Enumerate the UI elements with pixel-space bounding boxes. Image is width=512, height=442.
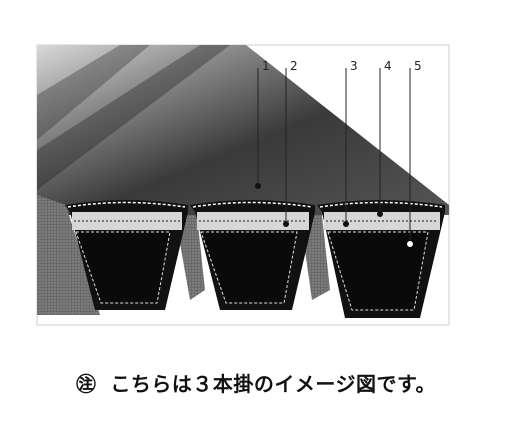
belt-side-flank xyxy=(175,215,205,300)
belt-section-2 xyxy=(190,200,315,310)
image-note: ㊟こちらは３本掛のイメージ図です。 xyxy=(0,368,512,397)
belt-side-flank xyxy=(37,195,100,315)
belt-cross-section-diagram: 1 2 3 4 5 xyxy=(36,44,450,326)
callout-label-3: 3 xyxy=(350,59,358,73)
belt-section-1 xyxy=(65,200,188,310)
belt-ridge xyxy=(37,45,230,190)
belt-section-3 xyxy=(317,200,445,318)
callout-1: 1 xyxy=(255,59,270,189)
note-mark-icon: ㊟ xyxy=(75,372,97,396)
callout-label-1: 1 xyxy=(262,59,270,73)
belt-ridge xyxy=(37,45,150,140)
callout-3: 3 xyxy=(343,59,358,227)
note-text: こちらは３本掛のイメージ図です。 xyxy=(110,372,437,396)
callout-2: 2 xyxy=(283,59,298,227)
callout-4: 4 xyxy=(377,59,392,217)
callout-5: 5 xyxy=(407,59,422,247)
callout-label-4: 4 xyxy=(384,59,392,73)
callout-label-2: 2 xyxy=(290,59,298,73)
callout-label-5: 5 xyxy=(414,59,422,73)
